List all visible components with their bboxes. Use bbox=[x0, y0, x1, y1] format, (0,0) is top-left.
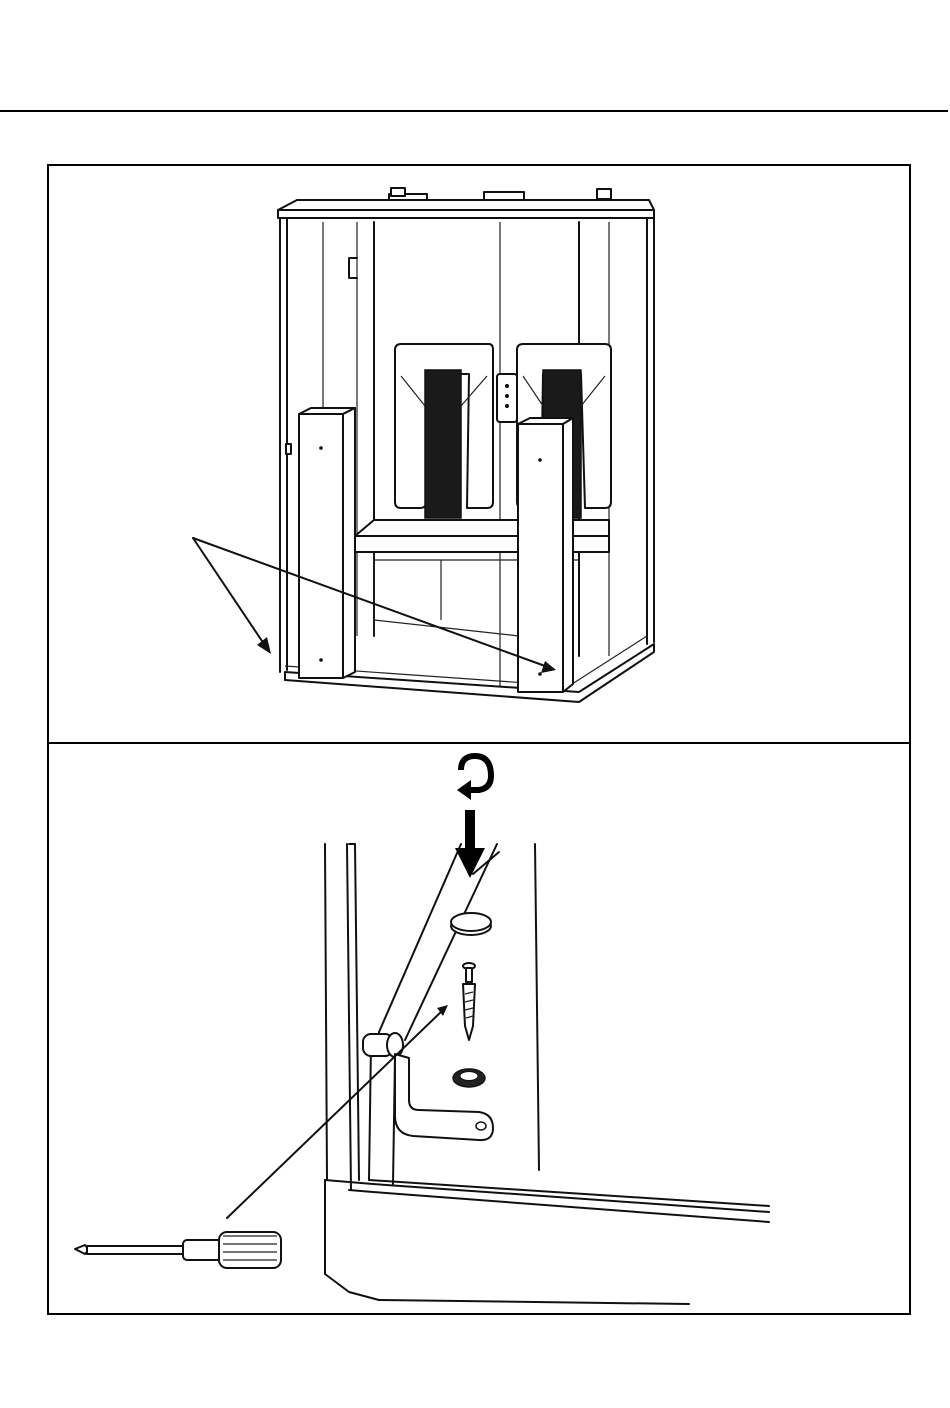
instruction-figure-frame bbox=[47, 164, 911, 1315]
post-right bbox=[518, 418, 573, 692]
bracket-detail-drawing bbox=[49, 744, 909, 1313]
l-bracket bbox=[395, 1054, 493, 1140]
bracket-detail-panel bbox=[49, 744, 909, 1313]
header-rule bbox=[0, 110, 948, 112]
cabin-roof bbox=[278, 188, 654, 218]
control-panel bbox=[497, 374, 517, 422]
screw bbox=[463, 963, 475, 1040]
backrest-left bbox=[395, 344, 493, 518]
cabin-overview-drawing bbox=[49, 166, 909, 742]
arrow-head-left bbox=[257, 637, 271, 654]
cabin-overview-panel bbox=[49, 166, 909, 744]
rotate-down-arrow-icon bbox=[455, 756, 491, 878]
screwdriver bbox=[75, 1232, 281, 1268]
post-left bbox=[286, 408, 355, 678]
floor-base bbox=[325, 1180, 769, 1304]
screw-cap bbox=[451, 913, 491, 935]
washer bbox=[453, 1069, 485, 1087]
